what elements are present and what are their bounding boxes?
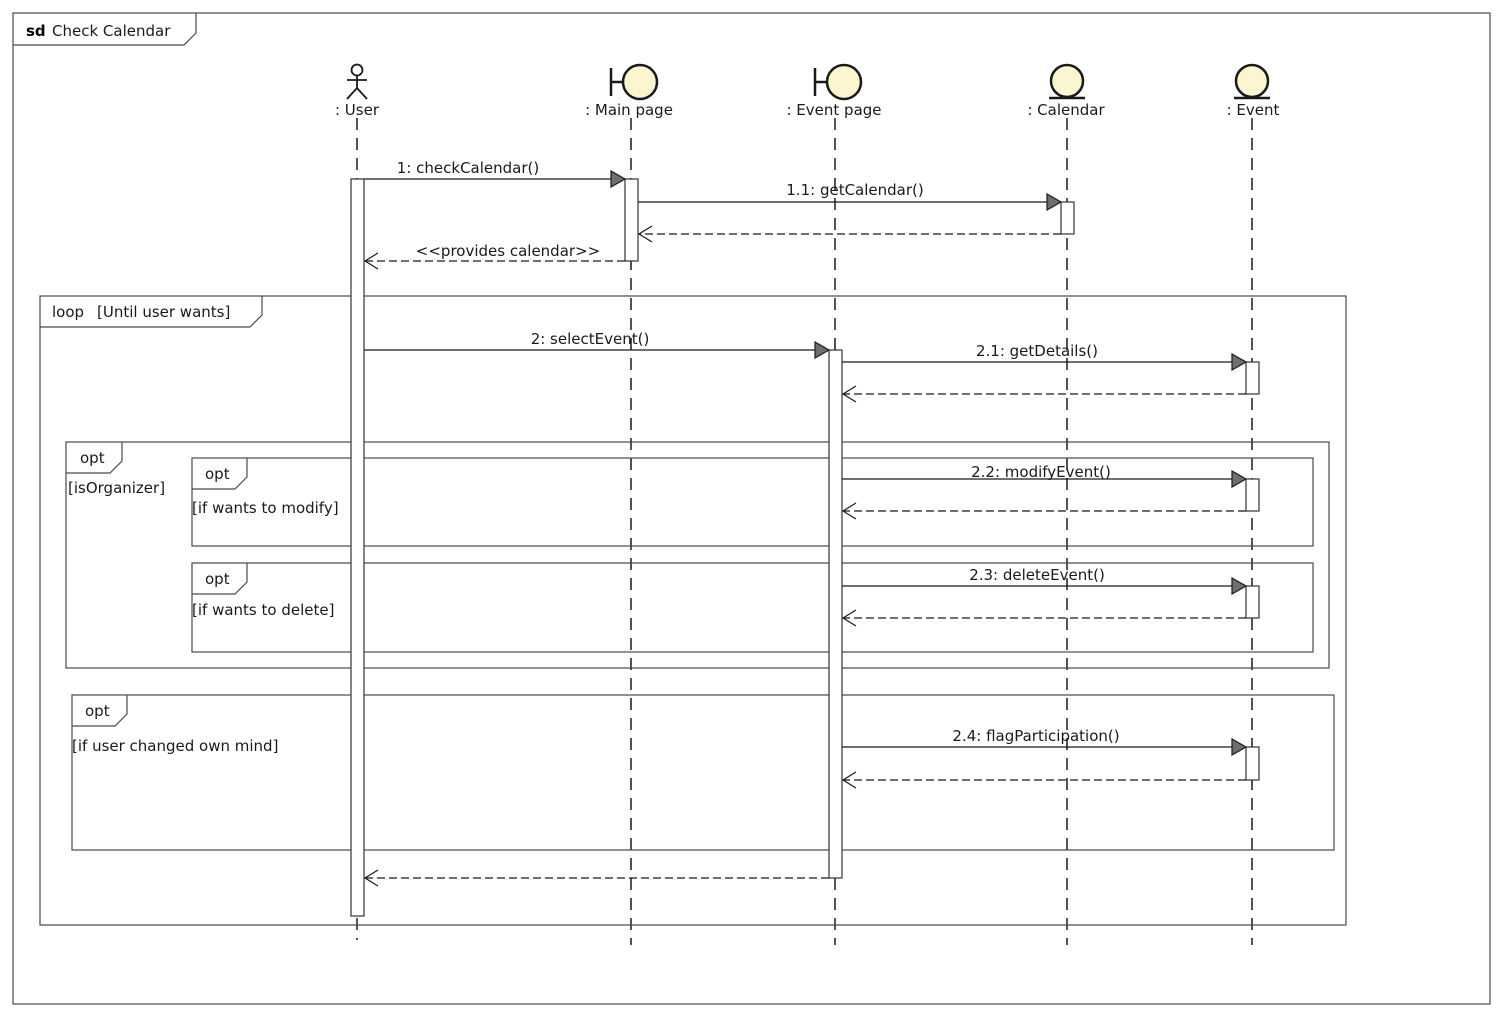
message-label: 2.3: deleteEvent(): [969, 566, 1105, 584]
loop-fragment: loop [Until user wants]: [39, 295, 1347, 926]
diagram-frame-tab: [13, 13, 197, 46]
fragment-guard-delete: [if wants to delete]: [192, 601, 334, 619]
activation-user: [350, 178, 365, 917]
entity-icon: [1234, 63, 1270, 100]
activation-event-page: [828, 349, 843, 879]
diagram-title: Check Calendar: [52, 22, 171, 40]
return-provides-calendar: <<provides calendar>>: [363, 242, 625, 270]
message-label: 2.2: modifyEvent(): [971, 463, 1111, 481]
message-get-details: 2.1: getDetails(): [842, 342, 1248, 372]
message-flag-participation: 2.4: flagParticipation(): [842, 727, 1248, 757]
activation-calendar: [1060, 201, 1075, 235]
lifeline-label-main-page: : Main page: [585, 101, 673, 119]
fragment-operator-opt: opt: [205, 465, 230, 483]
message-check-calendar: 1: checkCalendar(): [364, 159, 627, 189]
return-event-flag: [841, 771, 1246, 789]
fragment-operator-loop: loop: [52, 303, 84, 321]
fragment-guard-loop: [Until user wants]: [97, 303, 230, 321]
fragment-guard-modify: [if wants to modify]: [192, 499, 339, 517]
fragment-operator-opt: opt: [80, 449, 105, 467]
opt-fragment-delete: opt [if wants to delete]: [191, 562, 1314, 653]
fragment-guard-changed-mind: [if user changed own mind]: [72, 737, 278, 755]
diagram-frame: [12, 12, 1491, 1005]
fragment-guard-is-organizer: [isOrganizer]: [68, 479, 165, 497]
message-delete-event: 2.3: deleteEvent(): [842, 566, 1248, 596]
lifeline-label-event-page: : Event page: [786, 101, 881, 119]
message-get-calendar: 1.1: getCalendar(): [638, 181, 1063, 212]
lifeline-label-calendar: : Calendar: [1027, 101, 1105, 119]
message-label: <<provides calendar>>: [416, 242, 600, 260]
message-label: 2.4: flagParticipation(): [952, 727, 1119, 745]
lifeline-label-user: : User: [335, 101, 380, 119]
return-event-delete: [841, 609, 1246, 627]
message-label: 1: checkCalendar(): [397, 159, 539, 177]
activation-event-modify: [1245, 478, 1260, 512]
lifeline-label-event: : Event: [1227, 101, 1280, 119]
activation-main-page: [624, 178, 639, 262]
fragment-operator-opt: opt: [205, 570, 230, 588]
return-calendar-to-main: [637, 225, 1061, 243]
message-modify-event: 2.2: modifyEvent(): [842, 463, 1248, 489]
boundary-icon: [813, 63, 863, 101]
return-event-details: [841, 385, 1246, 403]
activation-event-delete: [1245, 585, 1260, 619]
boundary-icon: [609, 63, 659, 101]
entity-icon: [1049, 63, 1085, 100]
opt-fragment-modify: opt [if wants to modify]: [191, 457, 1314, 547]
fragment-operator-opt: opt: [85, 702, 110, 720]
message-label: 2.1: getDetails(): [976, 342, 1098, 360]
message-select-event: 2: selectEvent(): [364, 330, 831, 360]
opt-fragment-is-organizer: opt [isOrganizer]: [65, 441, 1330, 669]
activation-event-flag: [1245, 746, 1260, 781]
activation-event-details: [1245, 361, 1260, 395]
message-label: 2: selectEvent(): [531, 330, 650, 348]
diagram-keyword: sd: [26, 22, 46, 40]
return-event-page-to-user: [363, 869, 829, 887]
return-event-modify: [841, 502, 1246, 520]
opt-fragment-changed-mind: opt [if user changed own mind]: [71, 694, 1335, 851]
message-label: 1.1: getCalendar(): [786, 181, 923, 199]
actor-icon: [346, 63, 368, 100]
